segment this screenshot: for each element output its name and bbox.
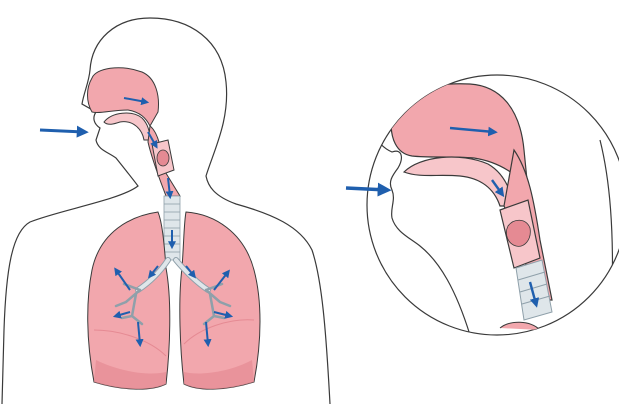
zoom-inhale-arrow-icon: [346, 188, 386, 190]
inhale-arrow-icon: [40, 130, 84, 132]
nasal-cavity: [88, 68, 159, 140]
zoom-inset: [346, 75, 619, 335]
trachea: [164, 196, 180, 260]
